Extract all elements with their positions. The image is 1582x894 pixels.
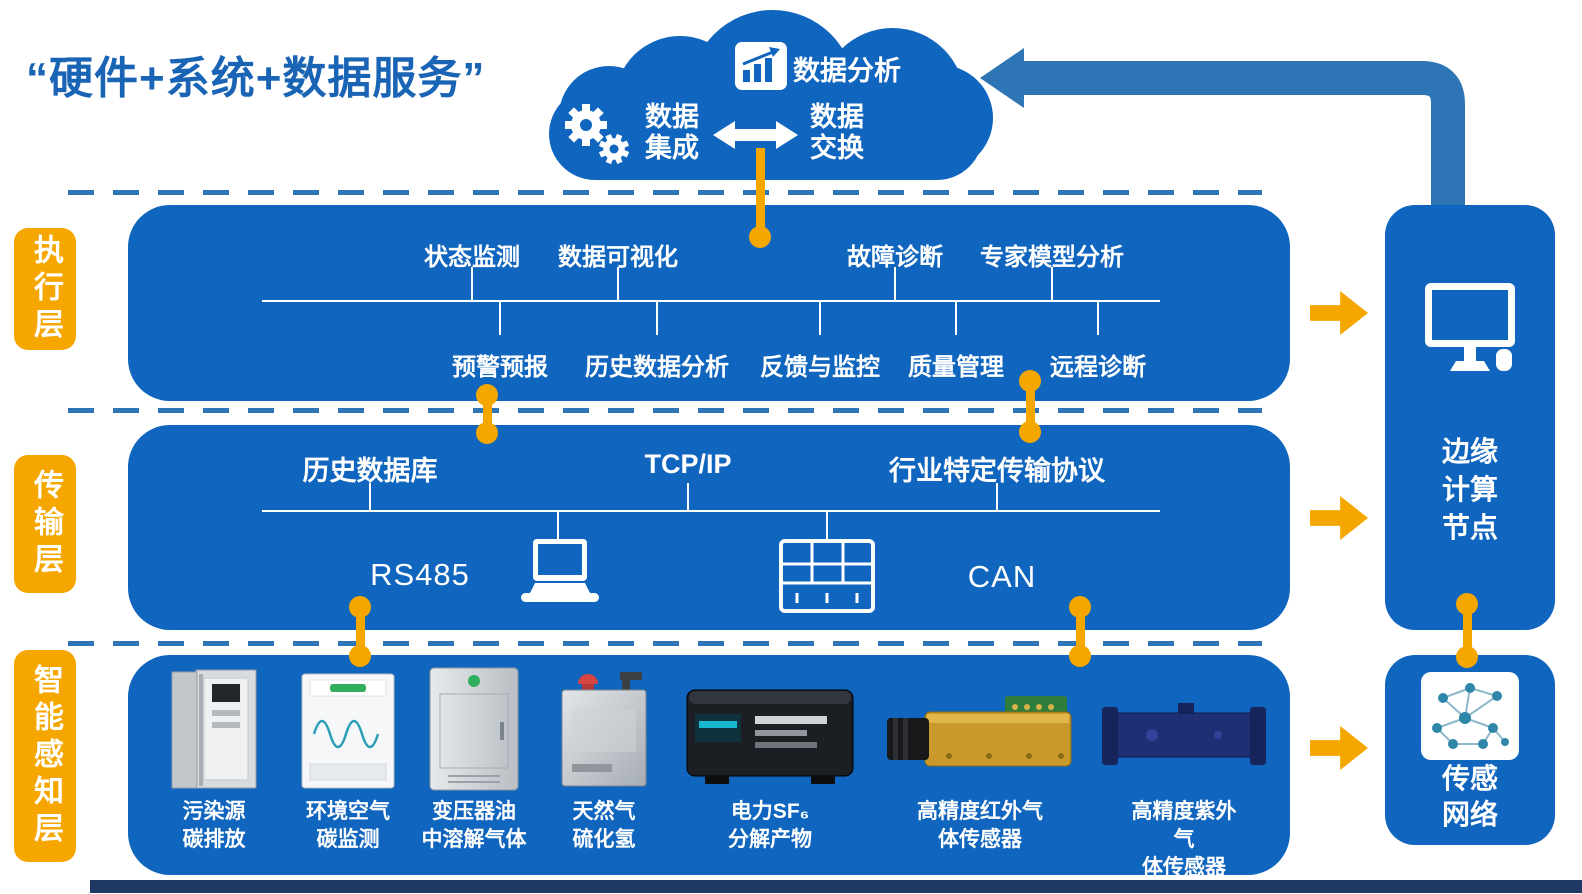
tree-line (894, 267, 896, 300)
cloud-analysis-label: 数据分析 (793, 56, 901, 86)
device-natural-gas-h2s-unit (558, 668, 650, 795)
tree-line (687, 483, 689, 510)
tree-line (1097, 300, 1099, 335)
protocol-can-label: CAN (967, 559, 1037, 594)
tree-line (819, 300, 821, 335)
transmission-layer-box: 历史数据库 TCP/IP 行业特定传输协议 RS485 CAN (128, 425, 1290, 630)
execution-bottom-item: 远程诊断 (1050, 354, 1146, 381)
monitor-icon (1425, 283, 1515, 371)
tree-line (996, 483, 998, 510)
device-caption: 环境空气 碳监测 (306, 800, 390, 851)
gateway-server-icon (779, 539, 875, 613)
device-air-carbon-monitor (300, 672, 396, 795)
data-analysis-chart-icon (735, 42, 787, 90)
tree-line (1051, 267, 1053, 300)
laptop-icon (521, 539, 599, 602)
sensing-to-network-arrow (1310, 726, 1368, 770)
page-title: “硬件+系统+数据服务” (26, 54, 486, 103)
execution-to-transmission-connector (1019, 370, 1041, 443)
sensor-network-icon (1421, 672, 1519, 760)
device-transformer-oil-cabinet (428, 666, 520, 797)
sensing-layer-label: 智能感知层 (14, 650, 76, 862)
execution-top-item: 状态监测 (424, 244, 520, 271)
device-caption: 变压器油 中溶解气体 (421, 800, 527, 851)
dashed-separator-top (68, 190, 1262, 195)
transmission-top-item: TCP/IP (644, 449, 732, 479)
tree-line (557, 510, 559, 540)
device-sf6-analyzer (685, 680, 855, 792)
execution-to-transmission-connector (476, 384, 498, 444)
transmission-to-edge-arrow (1310, 496, 1368, 540)
footer-bar (90, 880, 1582, 893)
edge-to-cloud-arrow (980, 48, 1465, 210)
execution-to-edge-arrow (1310, 291, 1368, 335)
device-caption: 电力SF₆ 分解产物 (728, 800, 812, 851)
tree-line (955, 300, 957, 335)
device-caption: 高精度红外气 体传感器 (917, 800, 1043, 851)
execution-layer-label: 执行层 (14, 228, 76, 350)
tree-line (656, 300, 658, 335)
tree-line (826, 510, 828, 540)
tree-line (369, 483, 371, 510)
edge-computing-node-box: 边缘 计算 节点 (1385, 205, 1555, 630)
execution-bottom-item: 反馈与监控 (760, 354, 880, 381)
transmission-top-item: 行业特定传输协议 (889, 456, 1105, 486)
execution-top-item: 专家模型分析 (980, 244, 1124, 271)
device-ultraviolet-gas-sensor (1100, 695, 1268, 780)
cloud-exchange-label: 数据 交换 (810, 102, 864, 163)
data-integration-gears-icon (565, 104, 630, 165)
transmission-to-sensing-connector (1069, 596, 1091, 667)
dashed-separator-middle (68, 408, 1262, 413)
tree-line (617, 267, 619, 300)
execution-bottom-item: 历史数据分析 (585, 354, 729, 381)
execution-layer-box: 状态监测 数据可视化 故障诊断 专家模型分析 预警预报 历史数据分析 反馈与监控… (128, 205, 1290, 401)
execution-top-item: 故障诊断 (847, 244, 943, 271)
tree-line (499, 300, 501, 335)
execution-top-item: 数据可视化 (558, 244, 678, 271)
device-infrared-gas-sensor (885, 692, 1075, 783)
cloud-shape (887, 65, 993, 171)
tree-line (471, 267, 473, 300)
cloud-integration-label: 数据 集成 (645, 102, 699, 163)
transmission-layer-label: 传输层 (14, 455, 76, 593)
transmission-to-sensing-connector (349, 596, 371, 667)
tree-line (262, 510, 1160, 512)
tree-line (262, 300, 1160, 302)
sensor-network-label: 传感 网络 (1441, 763, 1498, 830)
transmission-top-item: 历史数据库 (302, 456, 438, 486)
sensing-layer-box: 污染源 碳排放 环境空气 碳监测 变压器油 中溶解气体 天然气 硫化氢 电力SF… (128, 655, 1290, 879)
cloud-to-execution-connector (749, 148, 771, 248)
device-caption: 高精度紫外气 体传感器 (1131, 800, 1237, 879)
data-exchange-arrow-icon (713, 121, 798, 149)
execution-bottom-item: 质量管理 (908, 354, 1004, 381)
cloud-platform: 数据分析 (535, 10, 995, 185)
edge-node-label: 边缘 计算 节点 (1441, 436, 1498, 543)
edge-to-network-connector (1456, 593, 1478, 668)
execution-bottom-item: 预警预报 (452, 354, 548, 381)
dashed-separator-bottom (68, 641, 1262, 646)
device-caption: 污染源 碳排放 (182, 800, 246, 851)
sensor-network-box: 传感 网络 (1385, 655, 1555, 845)
device-pollution-source-cabinet (170, 668, 258, 797)
protocol-rs485-label: RS485 (370, 557, 470, 592)
device-caption: 天然气 硫化氢 (572, 800, 636, 851)
